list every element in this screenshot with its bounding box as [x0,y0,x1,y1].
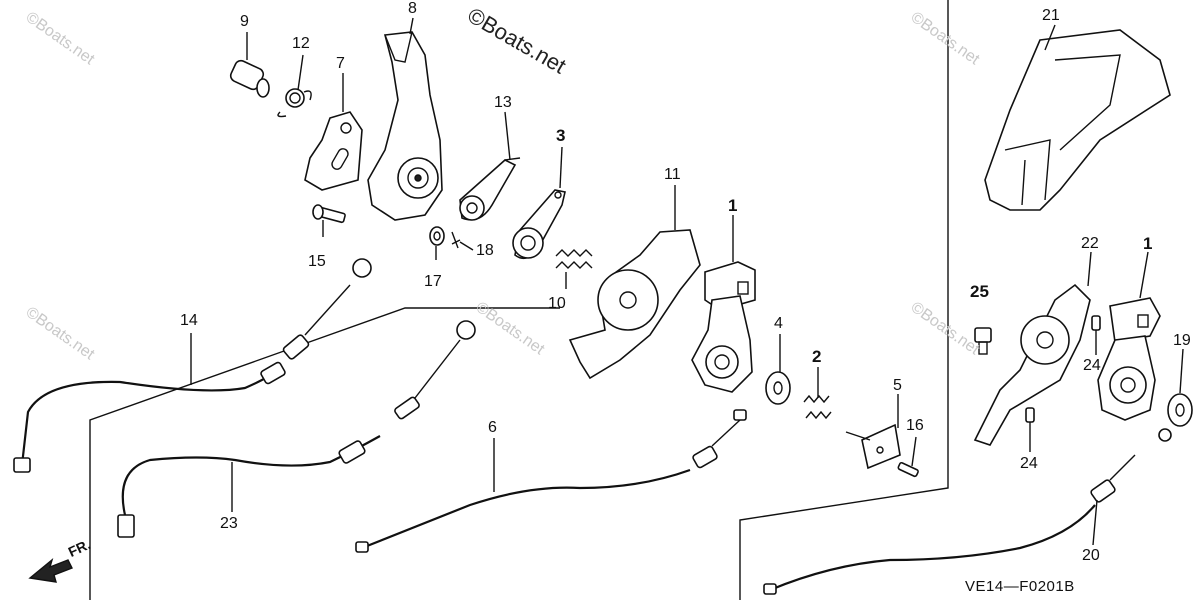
part-15-bolt [312,204,346,224]
part-18-pin [451,231,461,249]
front-direction-arrow [28,558,73,583]
callout-5: 5 [893,377,902,394]
part-19-washer [1158,393,1193,442]
callout-21: 21 [1042,7,1060,24]
callout-11: 11 [664,166,681,183]
callout-20: 20 [1082,547,1100,564]
callout-19: 19 [1173,332,1191,349]
part-16-screw [897,462,919,478]
part-17-washer [429,226,445,246]
callout-23: 23 [220,515,238,532]
part-21-cover [984,29,1171,211]
part-25-bolt [974,327,992,355]
callout-2: 2 [812,347,822,366]
callout-24: 24 [1020,455,1038,472]
part-10-spring [555,249,593,269]
part-1-knob [691,261,756,393]
part-9-collar [229,59,270,98]
part-11-base [568,229,701,380]
callout-13: 13 [494,94,512,111]
part-2-spring [803,394,832,420]
part-4-washer [765,371,791,405]
callout-4: 4 [774,315,783,332]
part-1-knob-right [1097,297,1161,421]
callout-25: 25 [970,282,989,301]
diagram-code: VE14—F0201B [965,578,1075,595]
callout-14: 14 [180,312,198,329]
part-3-detent [512,189,566,260]
part-6-cable [355,409,747,553]
callout-22: 22 [1081,235,1099,252]
callout-10: 10 [548,295,566,312]
section-divider [89,0,949,600]
part-12-spring [277,88,312,118]
leader-lines [190,17,1184,546]
callout-1: 1 [728,196,738,215]
part-5-bracket [845,423,901,470]
callout-15: 15 [308,253,326,270]
callout-16: 16 [906,417,924,434]
part-20-cable [763,454,1136,595]
callout-3: 3 [556,126,566,145]
callout-18: 18 [476,242,494,259]
callout-24: 24 [1083,357,1101,374]
callout-12: 12 [292,35,310,52]
part-13-plate [459,157,521,221]
part-22-plate [973,283,1091,446]
part-23-cable [117,320,476,538]
part-8-lever [367,31,443,221]
callout-17: 17 [424,273,442,290]
callout-9: 9 [240,13,249,30]
callout-8: 8 [408,0,417,17]
callout-1-right: 1 [1143,234,1153,253]
callout-6: 6 [488,419,497,436]
part-14-cable [13,258,372,473]
part-7-bracket [304,111,363,191]
callout-7: 7 [336,55,345,72]
